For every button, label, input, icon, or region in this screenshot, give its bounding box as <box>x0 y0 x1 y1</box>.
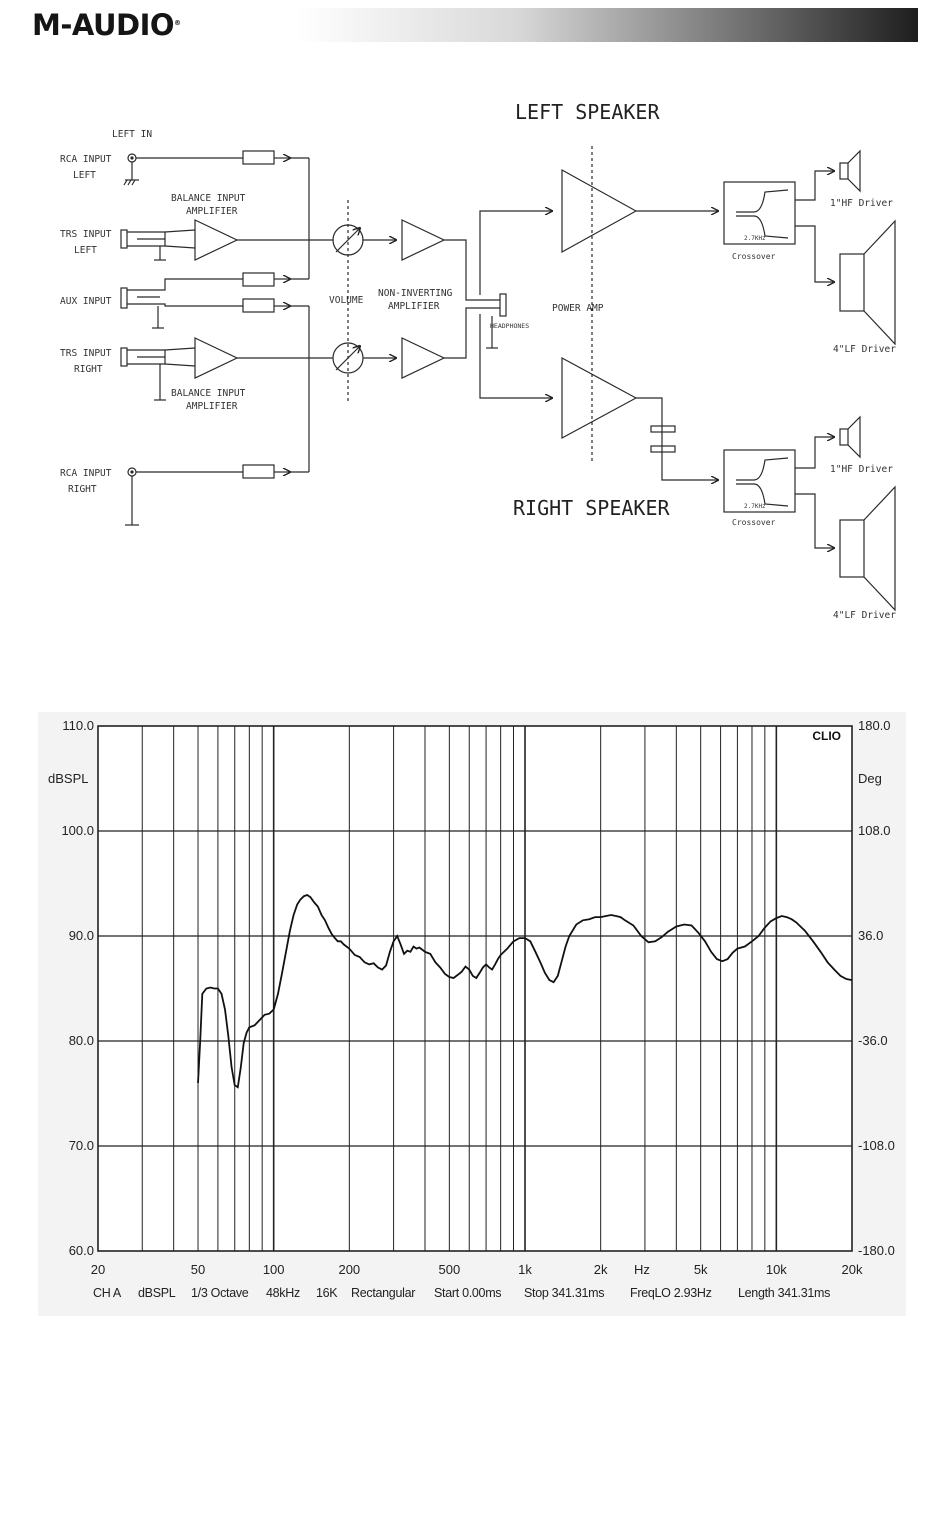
trs-right-label-1: TRS INPUT <box>60 348 112 359</box>
y-tick-label: 70.0 <box>69 1138 94 1153</box>
left-in-label: LEFT IN <box>112 129 152 140</box>
lf-driver-left-label: 4"LF Driver <box>833 344 896 355</box>
y-tick-label: 100.0 <box>61 823 94 838</box>
left-speaker-title: LEFT SPEAKER <box>515 100 660 124</box>
lf-driver-left <box>839 253 865 312</box>
balance-amp-bottom-label-1: BALANCE INPUT <box>171 388 246 399</box>
y2-tick-label: 108.0 <box>858 823 891 838</box>
balance-amp-top-label-2: AMPLIFIER <box>186 206 238 217</box>
footer-item: 1/3 Octave <box>191 1286 249 1300</box>
crossover-freq-right: 2.7KHz <box>744 503 766 510</box>
footer-item: CH A <box>93 1286 122 1300</box>
x-axis-unit: Hz <box>634 1262 650 1277</box>
footer-item: 48kHz <box>266 1286 300 1300</box>
x-tick-label: 5k <box>694 1262 708 1277</box>
signal-flow-schematic: LEFT SPEAKER RIGHT SPEAKER LEFT IN RCA I… <box>60 100 896 621</box>
y-axis-unit: dBSPL <box>48 771 88 786</box>
resistor-aux-left <box>242 272 275 287</box>
non-inverting-amp-left <box>401 219 446 261</box>
m-audio-logo: M-AUDIO® <box>32 8 181 42</box>
registered-mark: ® <box>174 19 181 27</box>
y2-tick-label: 36.0 <box>858 928 883 943</box>
y-tick-label: 80.0 <box>69 1033 94 1048</box>
resistor-rca-left <box>242 150 275 165</box>
trs-left-label-1: TRS INPUT <box>60 229 112 240</box>
footer-item: dBSPL <box>138 1286 176 1300</box>
capacitor-plate-2 <box>650 445 676 453</box>
frequency-response-chart: 60.0 70.0 80.0 90.0 100.0 110.0 -180.0 -108.0 -… <box>48 718 895 1300</box>
footer-item: Rectangular <box>351 1286 415 1300</box>
x-tick-label: 20 <box>91 1262 105 1277</box>
response-curve <box>197 894 853 1089</box>
non-inverting-label-2: AMPLIFIER <box>388 301 440 312</box>
crossover-right <box>723 449 796 513</box>
footer-item: Length 341.31ms <box>738 1286 830 1300</box>
trs-left-label-2: LEFT <box>74 245 97 256</box>
chart-footer: CH A dBSPL 1/3 Octave 48kHz 16K Rectangular St… <box>93 1286 830 1300</box>
hf-driver-left-label: 1"HF Driver <box>830 198 893 209</box>
power-amp-left <box>561 168 638 254</box>
y-tick-label: 110.0 <box>62 718 94 733</box>
y2-tick-label: 180.0 <box>858 718 891 733</box>
trs-right-jack <box>120 347 128 367</box>
rca-right-label-2: RIGHT <box>68 484 97 495</box>
x-tick-label: 100 <box>263 1262 285 1277</box>
crossover-label-right: Crossover <box>732 518 776 527</box>
aux-label: AUX INPUT <box>60 296 112 307</box>
non-inverting-amp-right <box>401 337 446 379</box>
x-tick-label: 10k <box>766 1262 787 1277</box>
footer-item: FreqLO 2.93Hz <box>630 1286 712 1300</box>
trs-left-jack <box>120 229 128 249</box>
y2-tick-label: -36.0 <box>858 1033 888 1048</box>
balance-amp-top-label-1: BALANCE INPUT <box>171 193 246 204</box>
x-tick-label: 50 <box>191 1262 205 1277</box>
balance-amp-bottom-label-2: AMPLIFIER <box>186 401 238 412</box>
resistor-rca-right <box>242 464 275 479</box>
x-tick-label: 500 <box>438 1262 460 1277</box>
plot-area <box>98 726 852 1251</box>
crossover-left <box>723 181 796 245</box>
rca-right-label-1: RCA INPUT <box>60 468 112 479</box>
right-speaker-title: RIGHT SPEAKER <box>513 496 670 520</box>
footer-item: Start 0.00ms <box>434 1286 501 1300</box>
aux-jack <box>120 287 128 309</box>
resistor-aux-right <box>242 298 275 313</box>
lf-driver-right-label: 4"LF Driver <box>833 610 896 621</box>
balance-amp-right <box>194 337 239 379</box>
frequency-response-panel: 60.0 70.0 80.0 90.0 100.0 110.0 -180.0 -108.0 -… <box>38 712 906 1316</box>
y2-axis-unit: Deg <box>858 771 882 786</box>
power-amp-right <box>561 356 638 440</box>
non-inverting-label-1: NON-INVERTING <box>378 288 453 299</box>
headphones-label: HEADPHONES <box>490 322 529 330</box>
y-tick-label: 90.0 <box>69 928 94 943</box>
power-amp-label: POWER AMP <box>552 303 604 314</box>
x-tick-label: 200 <box>338 1262 360 1277</box>
logo-text: M-AUDIO <box>32 8 175 42</box>
x-tick-label: 20k <box>842 1262 863 1277</box>
hf-driver-right-label: 1"HF Driver <box>830 464 893 475</box>
x-tick-label: 1k <box>518 1262 532 1277</box>
lf-driver-right <box>839 519 865 578</box>
trs-right-label-2: RIGHT <box>74 364 103 375</box>
rca-left-label-2: LEFT <box>73 170 96 181</box>
crossover-label-left: Crossover <box>732 252 776 261</box>
clio-brand: CLIO <box>812 729 841 743</box>
y-tick-label: 60.0 <box>69 1243 94 1258</box>
footer-item: Stop 341.31ms <box>524 1286 604 1300</box>
capacitor-plate-1 <box>650 425 676 433</box>
volume-label: VOLUME <box>329 295 364 306</box>
balance-amp-left <box>194 219 239 261</box>
hf-driver-left <box>839 162 849 180</box>
grid <box>98 726 852 1251</box>
y2-tick-label: -108.0 <box>858 1138 895 1153</box>
x-tick-label: 2k <box>594 1262 608 1277</box>
hf-driver-right <box>839 428 849 446</box>
page-header: M-AUDIO® <box>30 8 918 42</box>
crossover-freq-left: 2.7KHz <box>744 235 766 242</box>
rca-left-label-1: RCA INPUT <box>60 154 112 165</box>
footer-item: 16K <box>316 1286 338 1300</box>
headphone-jack <box>499 293 507 317</box>
y2-tick-label: -180.0 <box>858 1243 895 1258</box>
